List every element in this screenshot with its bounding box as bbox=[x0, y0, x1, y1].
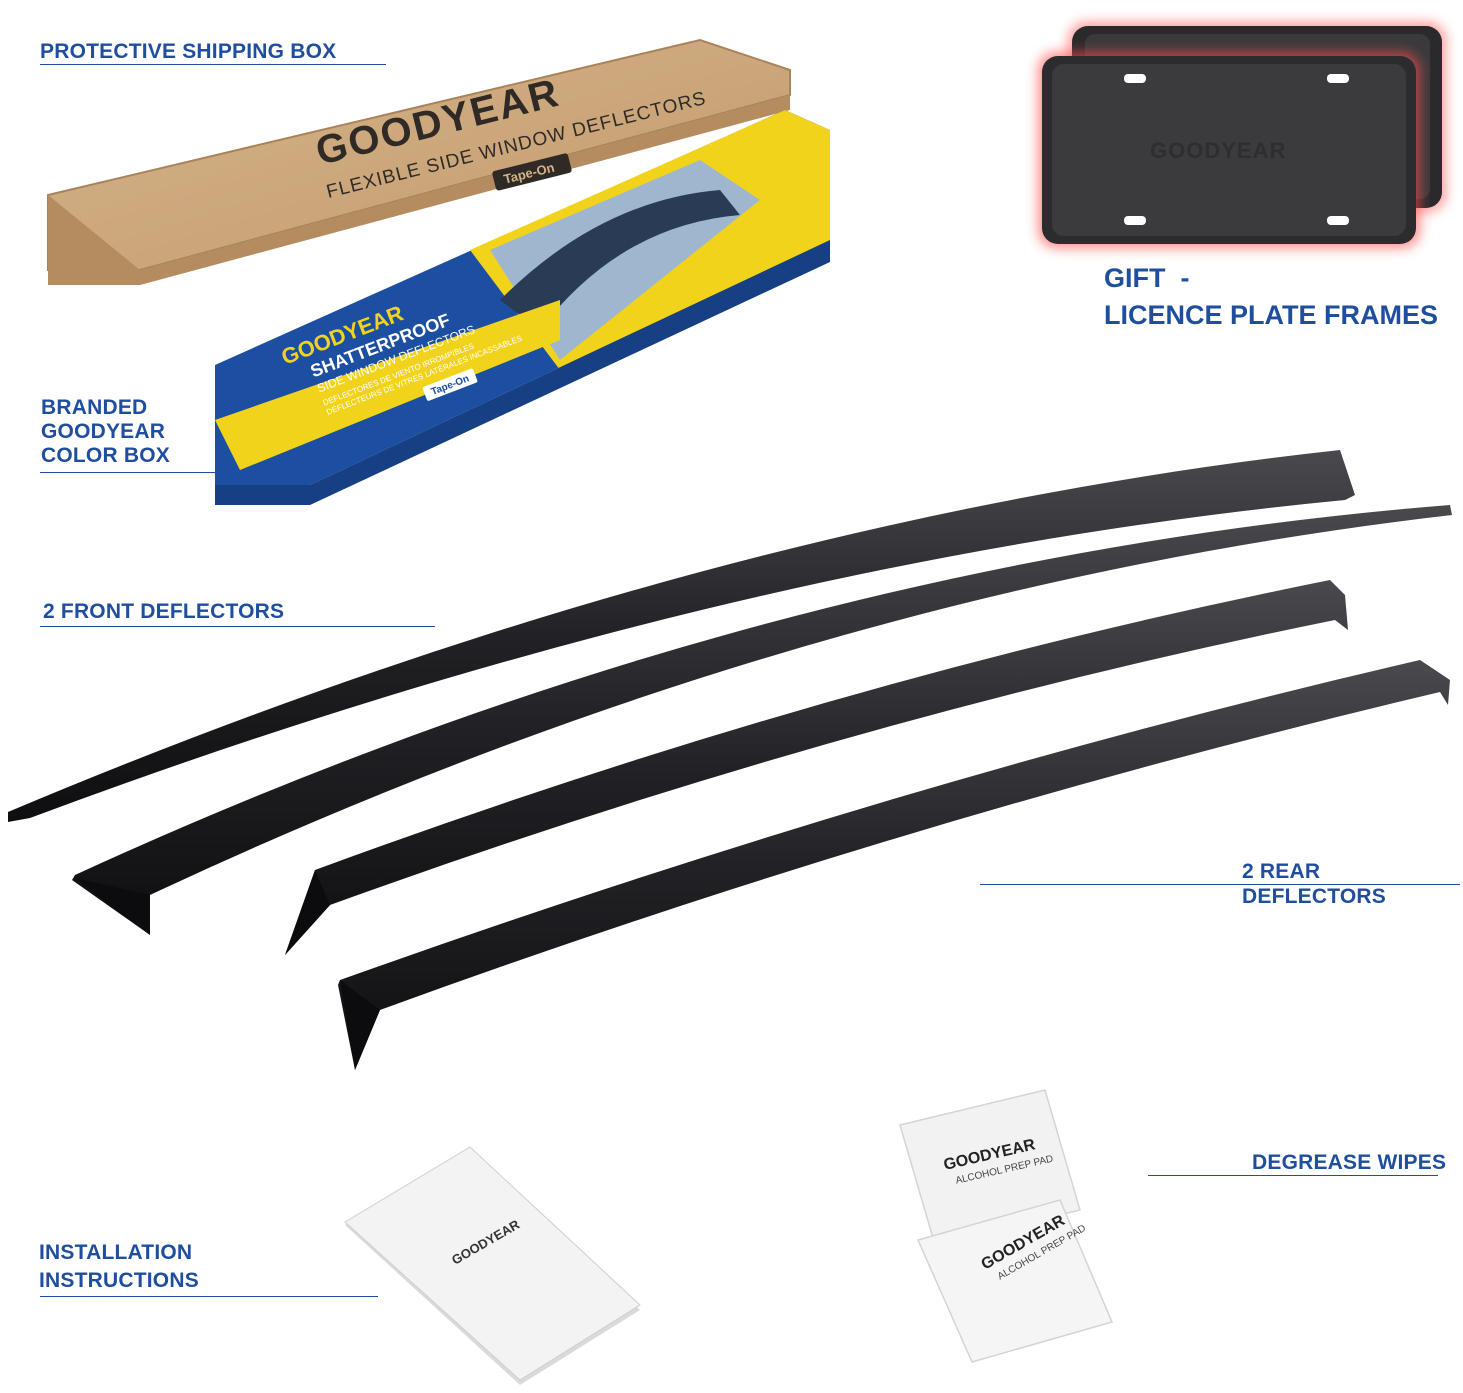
plate-brand: GOODYEAR bbox=[1150, 138, 1286, 163]
rule-shipping-box bbox=[40, 64, 386, 65]
deflector-rear-2 bbox=[338, 660, 1450, 1070]
label-installation-line2: INSTRUCTIONS bbox=[39, 1269, 199, 1292]
rule-color-box bbox=[40, 472, 274, 473]
label-gift-line2: LICENCE PLATE FRAMES bbox=[1104, 300, 1439, 330]
label-shipping-box: PROTECTIVE SHIPPING BOX bbox=[40, 40, 337, 63]
label-rear-deflectors: 2 REAR DEFLECTORS bbox=[1242, 860, 1386, 908]
label-color-box-line3: COLOR BOX bbox=[41, 444, 170, 467]
rule-degrease-wipes bbox=[1148, 1175, 1438, 1176]
deflector-front-2 bbox=[72, 505, 1452, 935]
license-plate-frames: GOODYEAR bbox=[1038, 22, 1446, 248]
label-front-deflectors: 2 FRONT DEFLECTORS bbox=[43, 600, 285, 623]
label-installation-line1: INSTALLATION bbox=[39, 1241, 193, 1264]
rule-front-deflectors bbox=[40, 626, 435, 627]
label-color-box-line1: BRANDED bbox=[41, 396, 148, 419]
label-color-box-line2: GOODYEAR bbox=[41, 420, 166, 443]
degrease-wipes: GOODYEAR ALCOHOL PREP PAD GOODYEAR ALCOH… bbox=[899, 1089, 1114, 1363]
instructions-sheet: GOODYEAR bbox=[344, 1146, 641, 1385]
deflector-rear-1 bbox=[285, 580, 1348, 955]
rule-rear-deflectors bbox=[980, 884, 1460, 885]
color-box: GOODYEAR SHATTERPROOF SIDE WINDOW DEFLEC… bbox=[215, 110, 830, 505]
label-degrease-wipes: DEGREASE WIPES bbox=[1252, 1151, 1447, 1174]
deflector-front-1 bbox=[8, 450, 1355, 822]
rule-installation bbox=[40, 1296, 378, 1297]
label-gift-line1: GIFT - bbox=[1104, 263, 1190, 293]
